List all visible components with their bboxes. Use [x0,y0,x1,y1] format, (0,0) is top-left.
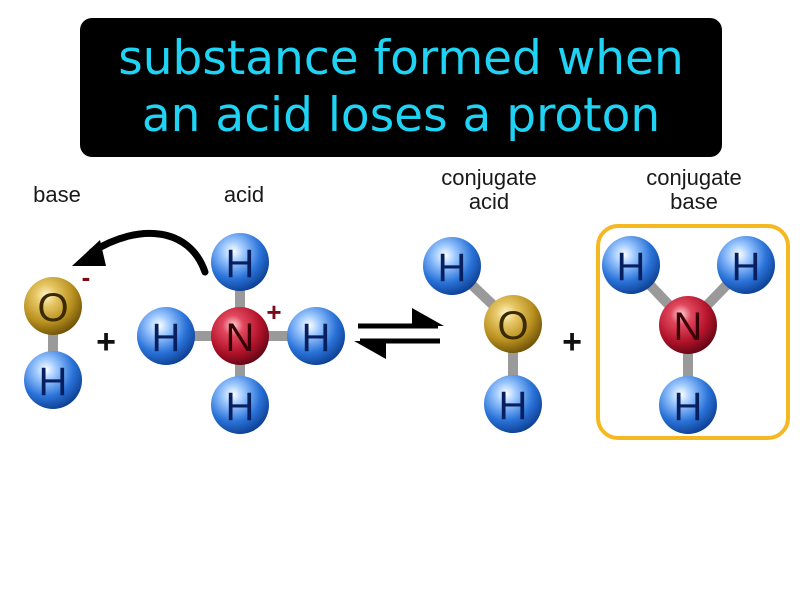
curved-arrow-icon [72,229,209,276]
atom-hydrogen-conjugate-acid-bottom-symbol: H [499,384,528,428]
atom-oxygen-base-symbol: O [37,286,68,330]
atom-hydrogen-conjugate-base-bottom: H [659,376,717,434]
label-conjugate-base-line-2: base [670,189,718,214]
label-conjugate-base-line-1: conjugate [646,165,742,190]
atom-oxygen-conjugate-acid-symbol: O [497,304,528,348]
ammonia-molecule: H H N H [602,236,775,434]
atom-oxygen-base: O [24,277,82,335]
atom-hydrogen-acid-top: H [211,233,269,291]
definition-line-2: an acid loses a proton [141,88,661,143]
atom-nitrogen-acid-symbol: N [226,316,255,360]
atom-hydrogen-acid-bottom: H [211,376,269,434]
equilibrium-arrows-icon [354,308,444,359]
atom-hydrogen-conjugate-base-left-symbol: H [617,245,646,289]
atom-hydrogen-acid-top-symbol: H [226,242,255,286]
atom-hydrogen-conjugate-base-left: H [602,236,660,294]
ammonium-molecule: H H H H N + [137,233,345,434]
label-conjugate-base: conjugate base [625,166,763,214]
label-acid: acid [205,183,283,207]
definition-line-1: substance formed when [118,31,684,86]
atom-hydrogen-acid-left-symbol: H [152,316,181,360]
atom-hydrogen-acid-bottom-symbol: H [226,385,255,429]
label-conjugate-acid: conjugate acid [420,166,558,214]
atom-hydrogen-base: H [24,351,82,409]
atom-hydrogen-acid-left: H [137,307,195,365]
label-base: base [18,183,96,207]
atom-hydrogen-conjugate-base-bottom-symbol: H [674,385,703,429]
atom-nitrogen-conjugate-base-symbol: N [674,305,703,349]
atom-nitrogen-acid: N [211,307,269,365]
label-acid-text: acid [223,182,265,207]
hydroxide-molecule: O H - [24,262,90,409]
atom-hydrogen-conjugate-base-right-symbol: H [732,245,761,289]
negative-charge-sign: - [82,262,91,292]
atom-hydrogen-conjugate-base-right: H [717,236,775,294]
definition-banner: substance formed when an acid loses a pr… [80,18,722,157]
plus-sign-left: + [96,323,116,361]
atom-nitrogen-conjugate-base: N [659,296,717,354]
label-conjugate-acid-line-2: acid [468,189,510,214]
atom-oxygen-conjugate-acid: O [484,295,542,353]
atom-hydrogen-conjugate-acid-top-symbol: H [438,246,467,290]
atom-hydrogen-acid-right-symbol: H [302,316,331,360]
atom-hydrogen-base-symbol: H [39,360,68,404]
plus-sign-right: + [562,323,582,361]
atom-hydrogen-conjugate-acid-top: H [423,237,481,295]
label-conjugate-acid-line-1: conjugate [441,165,537,190]
conjugate-base-highlight-box [596,224,790,440]
water-molecule: H O H [423,237,542,433]
positive-charge-sign: + [266,297,281,327]
label-base-text: base [33,182,81,207]
atom-hydrogen-conjugate-acid-bottom: H [484,375,542,433]
atom-hydrogen-acid-right: H [287,307,345,365]
